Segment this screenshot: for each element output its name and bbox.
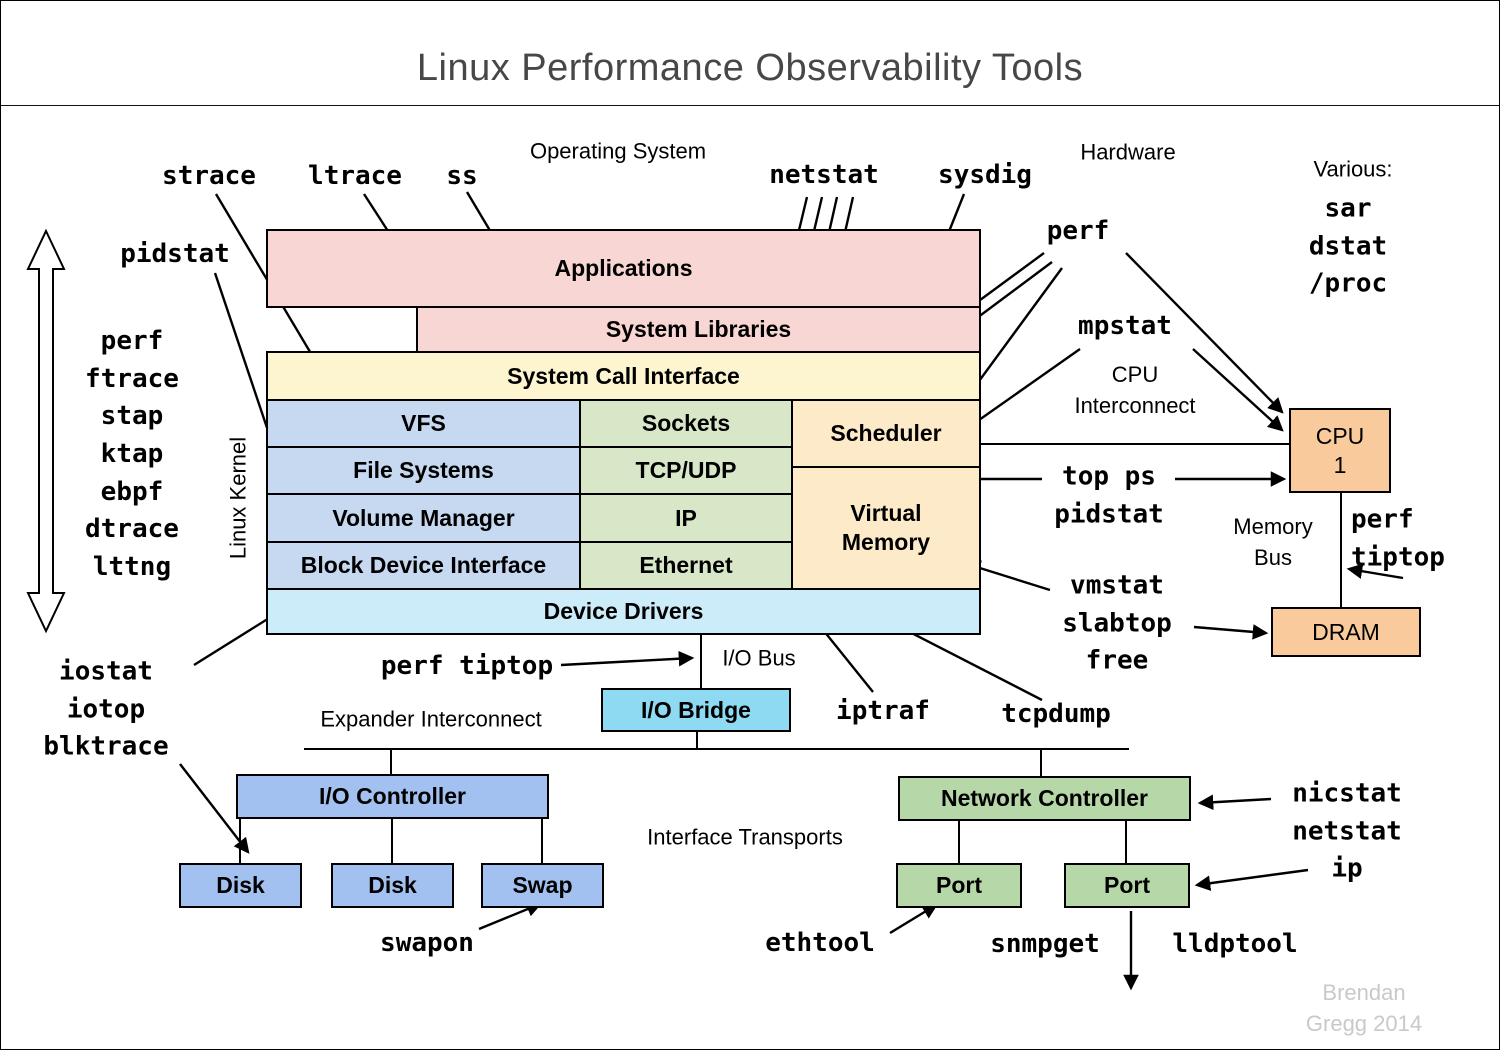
box-applications: Applications xyxy=(266,229,981,308)
box-swap: Swap xyxy=(481,863,604,908)
box-port-1: Port xyxy=(896,863,1022,908)
box-virtual-memory: Virtual Memory xyxy=(791,466,981,590)
tool-sysdig: sysdig xyxy=(938,160,1032,191)
box-ip: IP xyxy=(579,493,793,543)
box-file-systems: File Systems xyxy=(266,446,581,495)
box-io-bridge: I/O Bridge xyxy=(601,688,791,732)
tool-group-nic: nicstat netstat ip xyxy=(1292,778,1402,884)
box-system-libraries: System Libraries xyxy=(416,306,981,353)
box-io-controller: I/O Controller xyxy=(236,774,549,819)
label-interface-transports: Interface Transports xyxy=(647,824,843,850)
label-expander-interconnect: Expander Interconnect xyxy=(320,706,542,732)
page-title: Linux Performance Observability Tools xyxy=(416,47,1084,89)
box-network-controller: Network Controller xyxy=(898,776,1191,821)
box-dram: DRAM xyxy=(1271,607,1421,657)
arrow-nicstat-to-netcontroller xyxy=(1197,794,1272,811)
box-ethernet: Ethernet xyxy=(579,541,793,590)
box-disk-1: Disk xyxy=(179,863,302,908)
tool-lldptool: lldptool xyxy=(1172,929,1298,960)
tool-ltrace: ltrace xyxy=(308,161,402,192)
label-various: Various: xyxy=(1313,156,1393,182)
tool-ethtool: ethtool xyxy=(765,928,875,959)
tool-tcpdump: tcpdump xyxy=(1001,699,1111,730)
tool-swapon: swapon xyxy=(380,928,474,959)
box-system-call-interface: System Call Interface xyxy=(266,351,981,401)
tool-snmpget: snmpget xyxy=(990,929,1100,960)
arrow-ethtool-to-port xyxy=(889,903,938,935)
box-port-2: Port xyxy=(1064,863,1190,908)
tool-group-block: iostat iotop blktrace xyxy=(43,656,169,762)
label-hardware: Hardware xyxy=(1080,139,1176,165)
box-cpu: CPU 1 xyxy=(1289,408,1391,493)
box-block-device-interface: Block Device Interface xyxy=(266,541,581,590)
box-volume-manager: Volume Manager xyxy=(266,493,581,543)
tool-perf-tiptop-mem: perf tiptop xyxy=(1351,504,1445,572)
label-cpu-interconnect: CPU Interconnect xyxy=(1074,362,1196,418)
label-io-bus: I/O Bus xyxy=(722,645,796,671)
box-sockets: Sockets xyxy=(579,399,793,448)
watermark: Brendan Gregg 2014 xyxy=(1305,980,1423,1036)
arrow-perftiptop-to-iobus xyxy=(560,650,695,667)
tool-group-cpu: top ps pidstat xyxy=(1054,461,1164,529)
tool-pidstat: pidstat xyxy=(120,239,230,270)
tool-mpstat: mpstat xyxy=(1078,311,1172,342)
box-device-drivers: Device Drivers xyxy=(266,588,981,635)
box-tcp-udp: TCP/UDP xyxy=(579,446,793,495)
tool-perf: perf xyxy=(1046,216,1110,247)
tool-iptraf: iptraf xyxy=(836,696,930,727)
arrow-memtools-to-dram xyxy=(1193,624,1269,640)
tool-strace: strace xyxy=(162,161,256,192)
tool-group-tracers: perf ftrace stap ktap ebpf dtrace lttng xyxy=(85,326,179,583)
label-memory-bus: Memory Bus xyxy=(1233,514,1313,570)
box-vfs: VFS xyxy=(266,399,581,448)
arrow-mpstat-to-cpu xyxy=(1192,348,1284,432)
label-linux-kernel: Linux Kernel xyxy=(225,436,251,560)
title-divider xyxy=(1,105,1499,106)
box-scheduler: Scheduler xyxy=(791,399,981,468)
box-disk-2: Disk xyxy=(331,863,454,908)
tool-group-various: sar dstat /proc xyxy=(1308,193,1388,299)
tool-netstat: netstat xyxy=(769,160,879,191)
tool-perf-tiptop-io: perf tiptop xyxy=(380,651,554,682)
label-operating-system: Operating System xyxy=(529,138,707,164)
tracing-scope-arrow xyxy=(26,228,66,634)
tool-ss: ss xyxy=(446,161,478,192)
tool-group-memory: vmstat slabtop free xyxy=(1062,570,1172,676)
